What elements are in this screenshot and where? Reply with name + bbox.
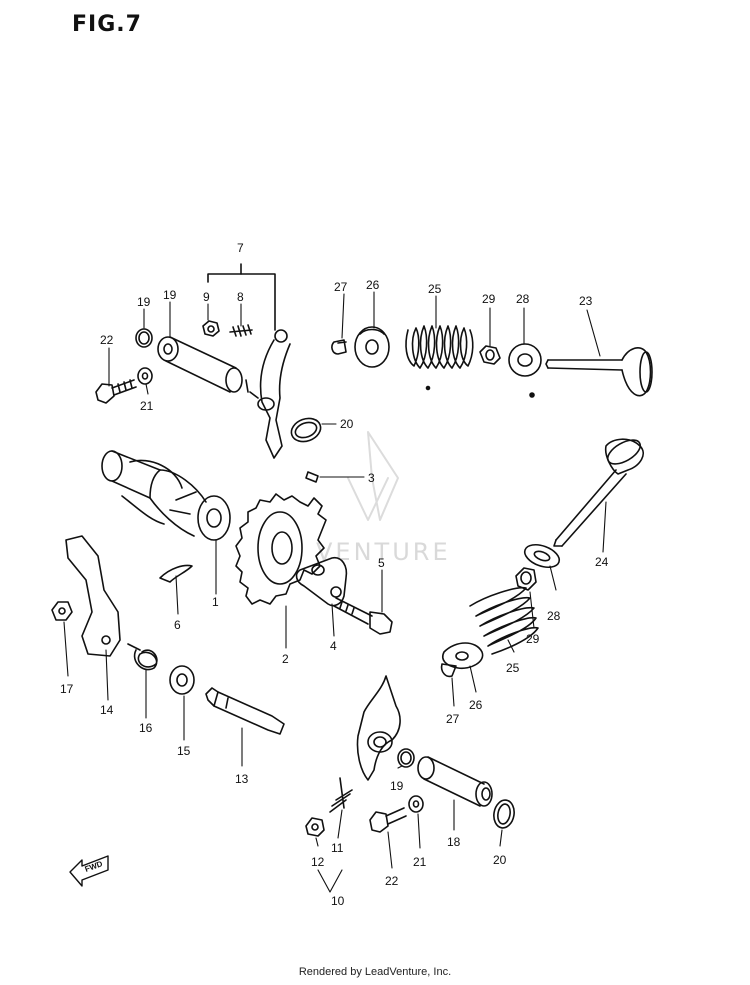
part-15-seal (169, 665, 195, 695)
callout-17: 17 (60, 682, 74, 696)
callout-28-mid: 28 (547, 609, 561, 623)
part-4-plate (295, 556, 348, 607)
part-20-oring-bottom (493, 799, 515, 829)
callout-13: 13 (235, 772, 249, 786)
callout-14: 14 (100, 703, 114, 717)
callout-2: 2 (282, 652, 289, 666)
part-28-seat-top (508, 343, 542, 398)
callout-29-top: 29 (482, 292, 496, 306)
forward-arrow-icon: FWD (69, 855, 109, 887)
callout-27-top: 27 (334, 280, 348, 294)
part-27-cotter-top (331, 339, 347, 355)
callout-29-mid: 29 (526, 632, 540, 646)
callout-20-top: 20 (340, 417, 354, 431)
callout-20-bottom: 20 (493, 853, 507, 867)
part-rocker-arm-top (245, 329, 291, 459)
callout-21-top: 21 (140, 399, 154, 413)
callout-28-top: 28 (516, 292, 530, 306)
part-19-oring-top (135, 328, 153, 348)
callout-22-top: 22 (100, 333, 114, 347)
callout-6: 6 (174, 618, 181, 632)
part-1-camshaft (101, 450, 231, 541)
part-17-nut (51, 601, 73, 621)
part-18-rocker-shaft-bottom (417, 756, 493, 807)
callout-8: 8 (237, 290, 244, 304)
part-19-oring-bottom (397, 748, 415, 768)
callout-labels: 7 9 8 19 19 22 21 27 26 25 29 28 23 20 3… (60, 241, 609, 908)
part-5-bolt (333, 597, 393, 635)
callout-19-bottom: 19 (390, 779, 404, 793)
callout-18: 18 (447, 835, 461, 849)
callout-26-top: 26 (366, 278, 380, 292)
part-20-oring-top (290, 417, 322, 443)
watermark: VENTURE (316, 431, 451, 566)
part-11-adjust-screw-bottom (329, 777, 353, 813)
part-rocker-arm-bottom (356, 675, 401, 781)
figure-title: FIG.7 (72, 12, 142, 37)
callout-11: 11 (331, 841, 344, 855)
part-22-bolt-top (95, 379, 137, 404)
part-3-pin (305, 471, 319, 483)
part-8-adjust-screw-top (229, 324, 253, 337)
part-6-key (159, 564, 193, 583)
part-9-nut-top (202, 320, 220, 337)
callout-9: 9 (203, 290, 210, 304)
callout-16: 16 (139, 721, 153, 735)
part-12-nut-bottom (305, 817, 325, 837)
part-21-washer-top (137, 367, 153, 385)
callout-21-bottom: 21 (413, 855, 427, 869)
callout-4: 4 (330, 639, 337, 653)
callout-23: 23 (579, 294, 593, 308)
callout-12: 12 (311, 855, 325, 869)
part-28-seat-mid (523, 543, 561, 569)
part-27-cotter-mid (440, 663, 457, 678)
part-21-washer-bottom (408, 795, 424, 813)
part-2-sprocket (235, 493, 327, 605)
part-14-tensioner-arm (65, 535, 121, 657)
callout-26-mid: 26 (469, 698, 483, 712)
callout-27-mid: 27 (446, 712, 460, 726)
callout-19-b: 19 (163, 288, 177, 302)
callout-25-top: 25 (428, 282, 442, 296)
callout-24: 24 (595, 555, 609, 569)
callout-10: 10 (331, 894, 345, 908)
part-24-intake-valve (553, 438, 644, 547)
part-23-exhaust-valve (545, 347, 653, 397)
callout-22-bottom: 22 (385, 874, 399, 888)
part-26-retainer-mid (442, 642, 484, 670)
watermark-text: VENTURE (316, 538, 451, 566)
callout-1: 1 (212, 595, 219, 609)
callout-25-mid: 25 (506, 661, 520, 675)
part-22-bolt-bottom (369, 807, 407, 833)
callout-5: 5 (378, 556, 385, 570)
part-25-spring-mid (469, 586, 539, 655)
part-29-seal-top (479, 345, 501, 365)
callout-3: 3 (368, 471, 375, 485)
footer-credit: Rendered by LeadVenture, Inc. (298, 966, 452, 978)
label-bracket-7 (207, 263, 276, 331)
part-16-spring (127, 643, 158, 671)
part-19-rocker-shaft-top (157, 336, 243, 393)
part-25-spring-top (405, 325, 474, 391)
part-13-tensioner-shaft (205, 687, 285, 735)
callout-15: 15 (177, 744, 191, 758)
leader-lines (63, 291, 607, 893)
part-29-seal-mid (515, 567, 537, 591)
callout-19-a: 19 (137, 295, 151, 309)
callout-7: 7 (237, 241, 244, 255)
part-26-retainer-top (354, 326, 390, 368)
